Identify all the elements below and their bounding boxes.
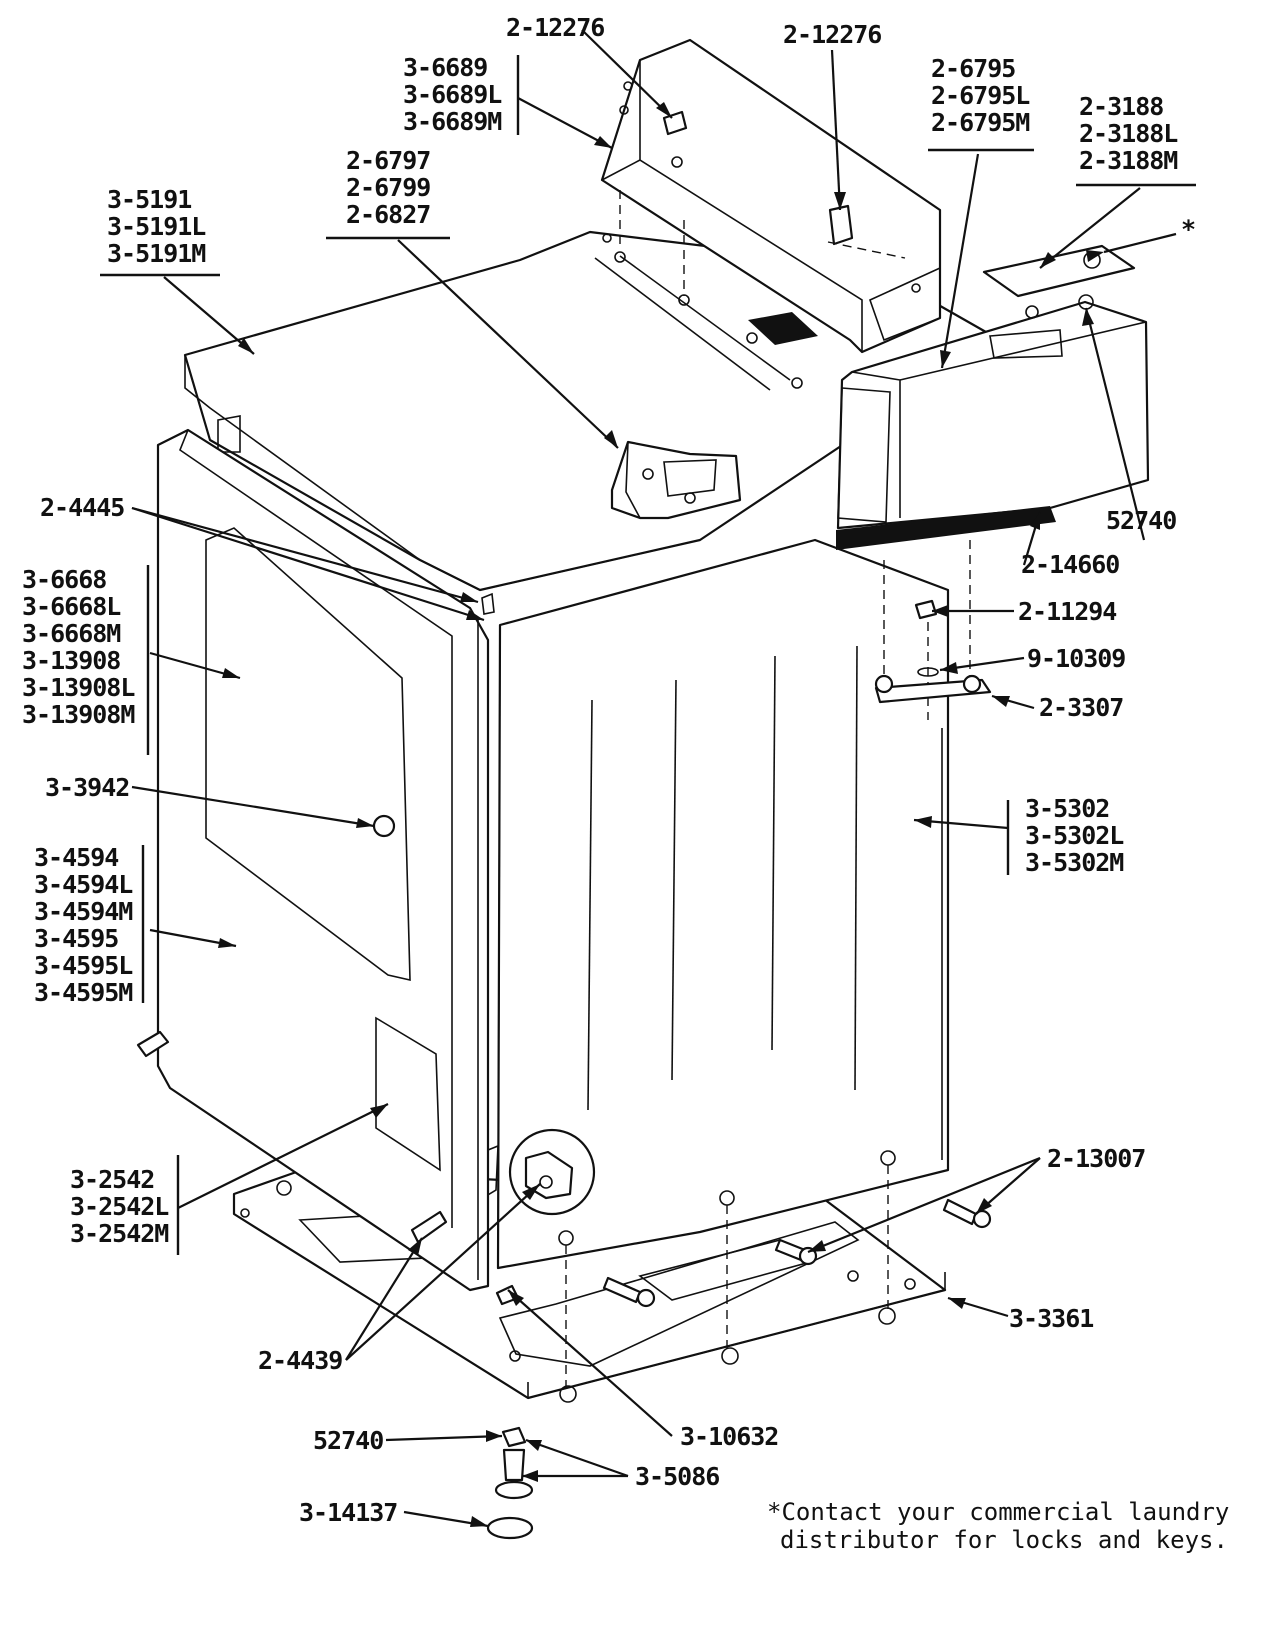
label-door-handle: 3-3942 (45, 773, 129, 802)
part-labels: 2-12276 2-12276 3-6689 3-6689L 3-6689M 2… (22, 13, 1196, 1527)
leveling-leg (486, 1426, 534, 1540)
label-door-5: 3-13908L (22, 673, 135, 702)
label-mounting-plate: 2-3307 (1039, 693, 1123, 722)
label-top-clip-b: 2-12276 (783, 20, 881, 49)
label-lower-panel-1: 3-2542 (70, 1165, 154, 1194)
label-leg-cup: 3-14137 (299, 1498, 397, 1527)
backguard (600, 38, 942, 354)
label-front-panel-4: 3-4595 (34, 924, 118, 953)
leader-lines (100, 29, 1196, 1528)
label-door-1: 3-6668 (22, 565, 106, 594)
label-meter-case-2: 2-6795L (931, 81, 1030, 110)
label-door-3: 3-6668M (22, 619, 120, 648)
footnote-line-1: *Contact your commercial laundry (767, 1498, 1229, 1526)
label-backguard-1: 3-6689 (403, 53, 487, 82)
label-meter-case-3: 2-6795M (931, 108, 1029, 137)
label-backguard-2: 3-6689L (403, 80, 502, 109)
parts-drawing (136, 38, 1150, 1540)
label-door-4: 3-13908 (22, 646, 120, 675)
label-side-screw: 2-13007 (1047, 1144, 1145, 1173)
label-base: 3-3361 (1009, 1304, 1093, 1333)
label-cabinet-3: 3-5302M (1025, 848, 1123, 877)
label-door-6: 3-13908M (22, 700, 134, 729)
label-top-2: 3-5191L (107, 212, 206, 241)
label-screw-front: 2-4439 (258, 1346, 342, 1375)
meter-case (836, 300, 1150, 550)
label-front-panel-1: 3-4594 (34, 843, 118, 872)
fasteners (136, 1030, 992, 1308)
label-star-marker: * (1181, 215, 1195, 244)
label-cabinet-1: 3-5302 (1025, 794, 1109, 823)
label-leveling-leg: 3-5086 (635, 1462, 719, 1491)
label-door-2: 3-6668L (22, 592, 121, 621)
meter-mount-hardware (874, 540, 992, 720)
label-backguard-3: 3-6689M (403, 107, 501, 136)
label-switch-2: 2-6799 (346, 173, 430, 202)
label-lower-panel-3: 3-2542M (70, 1219, 168, 1248)
label-meter-cover-1: 2-3188 (1079, 92, 1163, 121)
label-front-panel-5: 3-4595L (34, 951, 133, 980)
label-leveling-nut: 52740 (313, 1426, 383, 1455)
loading-door (156, 428, 495, 1292)
label-clip: 3-10632 (680, 1422, 778, 1451)
footnote: *Contact your commercial laundry distrib… (767, 1498, 1229, 1554)
label-meter-cover-3: 2-3188M (1079, 146, 1177, 175)
label-top-1: 3-5191 (107, 185, 191, 214)
label-lower-panel-2: 3-2542L (70, 1192, 169, 1221)
label-switch-3: 2-6827 (346, 200, 430, 229)
label-front-panel-2: 3-4594L (34, 870, 133, 899)
meter-cover (982, 244, 1136, 319)
door-switch (610, 440, 742, 520)
label-nut-top: 52740 (1106, 506, 1176, 535)
label-meter-case-1: 2-6795 (931, 54, 1015, 83)
label-washer: 9-10309 (1027, 644, 1125, 673)
label-switch-1: 2-6797 (346, 146, 430, 175)
label-top-3: 3-5191M (107, 239, 205, 268)
label-front-panel-3: 3-4594M (34, 897, 132, 926)
label-gasket: 2-14660 (1021, 550, 1119, 579)
label-top-clip-a: 2-12276 (506, 13, 604, 42)
label-meter-cover-2: 2-3188L (1079, 119, 1178, 148)
label-front-panel-6: 3-4595M (34, 978, 132, 1007)
label-cabinet-2: 3-5302L (1025, 821, 1124, 850)
label-hinge-pin: 2-4445 (40, 493, 124, 522)
footnote-line-2: distributor for locks and keys. (780, 1526, 1228, 1554)
label-meter-screw: 2-11294 (1018, 597, 1116, 626)
